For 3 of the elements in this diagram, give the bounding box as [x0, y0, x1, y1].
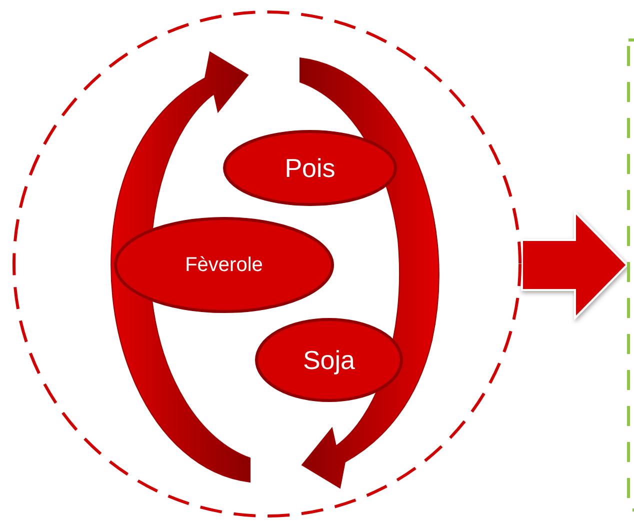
crop-label: Soja [302, 344, 356, 376]
crop-label: Fèverole [185, 254, 263, 276]
crop-label: Pois [284, 152, 336, 184]
